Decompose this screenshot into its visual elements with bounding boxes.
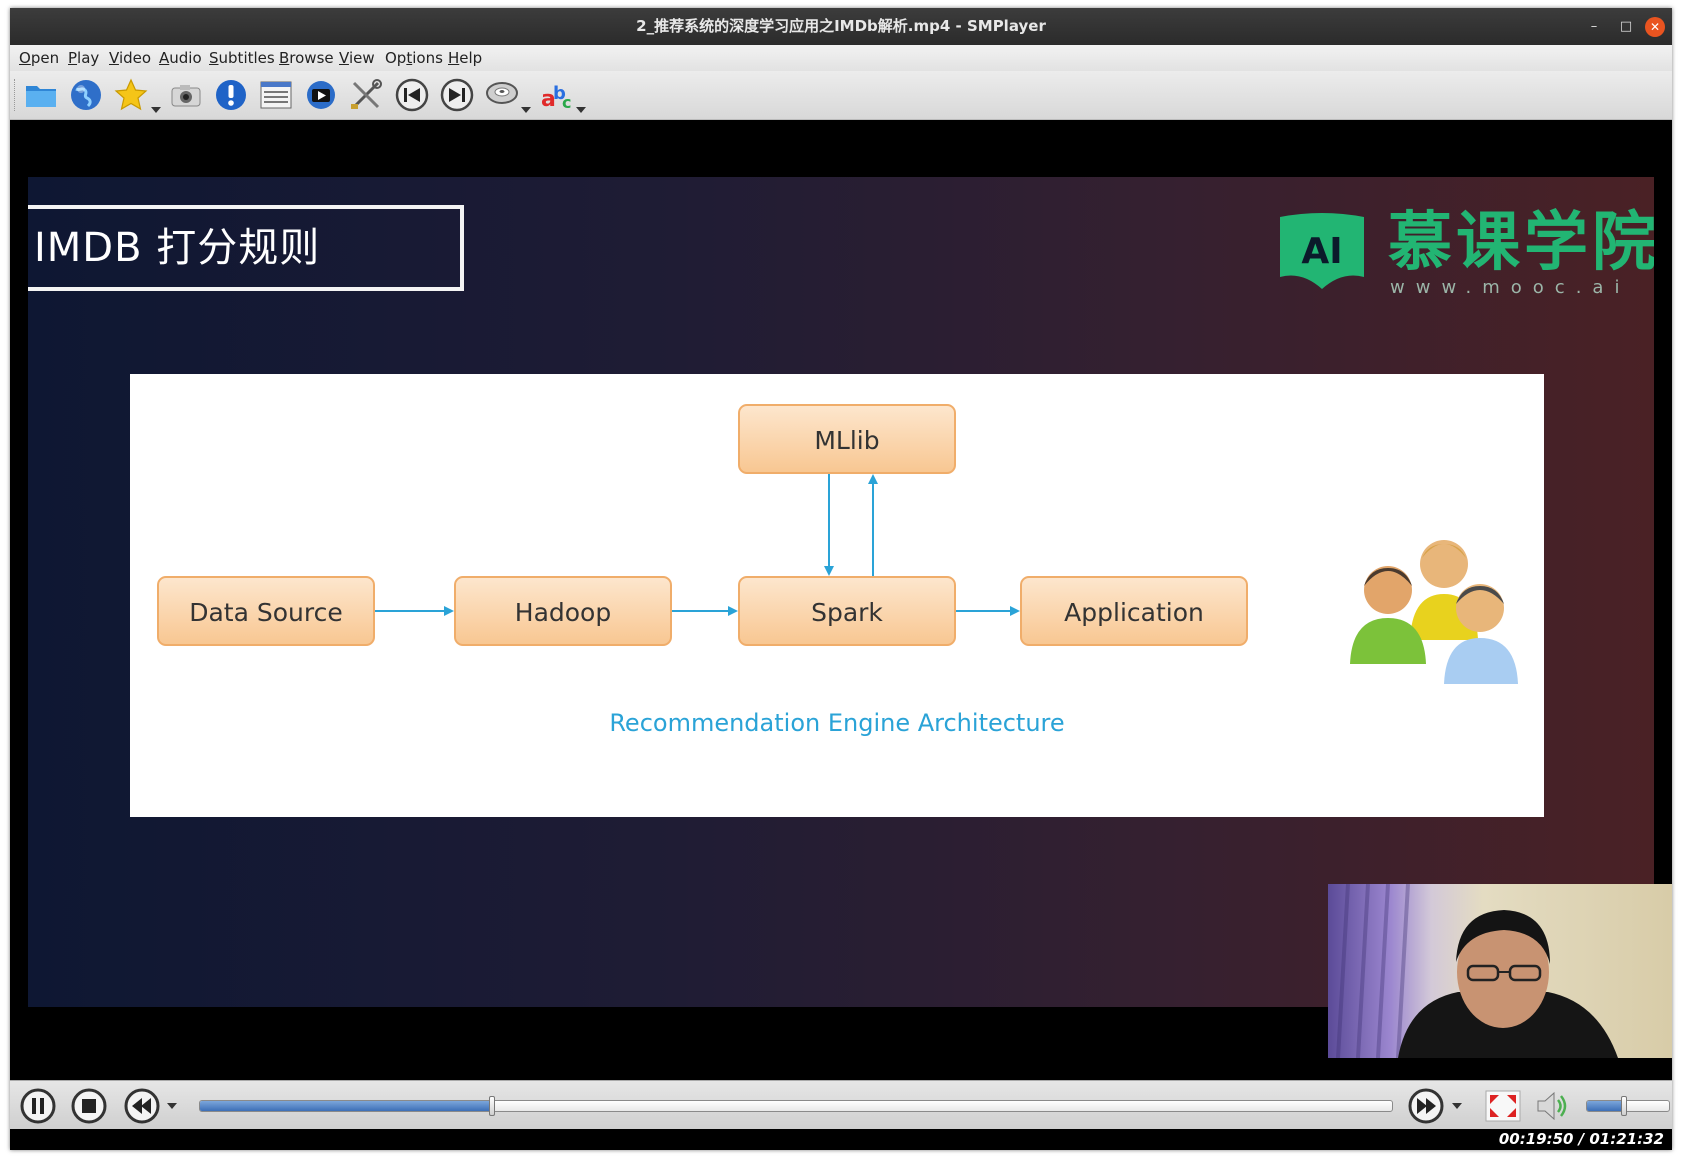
menu-help[interactable]: Help — [448, 49, 483, 67]
slide-title-box: IMDB 打分规则 — [28, 205, 464, 291]
menu-browse[interactable]: Browse — [279, 49, 334, 67]
arrowhead-spark — [728, 606, 738, 616]
audio-disc-icon[interactable] — [484, 77, 520, 113]
screenshot-camera-icon[interactable] — [168, 77, 204, 113]
menu-options[interactable]: Options — [385, 49, 443, 67]
menu-bar: Open Play Video Audio Subtitles Browse V… — [10, 45, 1672, 71]
rewind-icon[interactable] — [123, 1087, 161, 1125]
arrowhead-up-mllib — [868, 474, 878, 484]
arrow-mllib-spark — [828, 474, 830, 566]
seek-progress — [200, 1101, 493, 1111]
logo-mark-text: AI — [1301, 231, 1342, 272]
node-mllib: MLlib — [738, 404, 956, 474]
slide-title: IMDB 打分规则 — [34, 225, 321, 271]
logo-text: 慕课学院 — [1388, 206, 1654, 280]
node-hadoop: Hadoop — [454, 576, 672, 646]
volume-level — [1587, 1101, 1624, 1111]
maximize-button[interactable]: □ — [1619, 19, 1633, 34]
video-area[interactable]: IMDB 打分规则 AI 慕课学院 www.mooc.ai Data Sourc… — [10, 120, 1672, 1080]
previous-icon[interactable] — [394, 77, 430, 113]
mooc-logo: AI 慕课学院 www.mooc.ai — [1276, 203, 1654, 303]
slide-frame: IMDB 打分规则 AI 慕课学院 www.mooc.ai Data Sourc… — [28, 177, 1654, 1007]
title-bar[interactable]: 2_推荐系统的深度学习应用之IMDb解析.mp4 - SMPlayer – □ … — [10, 8, 1672, 45]
volume-speaker-icon[interactable] — [1532, 1087, 1570, 1125]
node-spark: Spark — [738, 576, 956, 646]
stop-icon[interactable] — [70, 1087, 108, 1125]
arrow-spark-application — [956, 610, 1010, 612]
favorites-dropdown-icon[interactable] — [151, 107, 161, 113]
svg-text:b: b — [553, 83, 566, 104]
svg-text:c: c — [562, 93, 571, 112]
menu-video[interactable]: Video — [109, 49, 152, 67]
pause-icon[interactable] — [19, 1087, 57, 1125]
time-display: 00:19:50 / 01:21:32 — [1498, 1130, 1664, 1148]
toolbar-grip[interactable] — [14, 79, 18, 111]
video-preferences-icon[interactable] — [303, 77, 339, 113]
tools-icon[interactable] — [348, 77, 384, 113]
minimize-button[interactable]: – — [1590, 19, 1598, 34]
arrowhead-hadoop — [444, 606, 454, 616]
menu-view[interactable]: View — [339, 49, 375, 67]
rewind-dropdown-icon[interactable] — [167, 1103, 177, 1109]
arrow-hadoop-spark — [672, 610, 728, 612]
seek-handle[interactable] — [488, 1096, 495, 1116]
fullscreen-icon[interactable] — [1484, 1087, 1522, 1125]
open-folder-icon[interactable] — [23, 77, 59, 113]
logo-ai-mark: AI — [1276, 211, 1368, 291]
playback-controls — [10, 1080, 1672, 1129]
forward-icon[interactable] — [1407, 1087, 1445, 1125]
menu-open[interactable]: Open — [19, 49, 60, 67]
menu-play[interactable]: Play — [68, 49, 100, 67]
favorites-star-icon[interactable] — [113, 77, 149, 113]
arrow-spark-mllib — [872, 484, 874, 576]
info-icon[interactable] — [213, 77, 249, 113]
audio-dropdown-icon[interactable] — [521, 107, 531, 113]
arrowhead-application — [1010, 606, 1020, 616]
close-button[interactable]: ✕ — [1645, 17, 1665, 37]
menu-audio[interactable]: Audio — [159, 49, 202, 67]
arrow-datasource-hadoop — [375, 610, 444, 612]
volume-handle[interactable] — [1620, 1096, 1627, 1116]
subtitles-dropdown-icon[interactable] — [576, 107, 586, 113]
users-group-icon — [1348, 534, 1544, 704]
webcam-overlay — [1328, 884, 1672, 1058]
status-bar: 00:19:50 / 01:21:32 — [10, 1129, 1672, 1150]
node-application: Application — [1020, 576, 1248, 646]
next-icon[interactable] — [439, 77, 475, 113]
architecture-diagram: Data Source Hadoop Spark MLlib Applicati… — [130, 374, 1544, 817]
open-url-globe-icon[interactable] — [68, 77, 104, 113]
forward-dropdown-icon[interactable] — [1452, 1103, 1462, 1109]
arrowhead-down-spark — [824, 566, 834, 576]
smplayer-window: 2_推荐系统的深度学习应用之IMDb解析.mp4 - SMPlayer – □ … — [10, 8, 1672, 1150]
node-data-source: Data Source — [157, 576, 375, 646]
window-title: 2_推荐系统的深度学习应用之IMDb解析.mp4 - SMPlayer — [636, 17, 1046, 35]
playlist-icon[interactable] — [258, 77, 294, 113]
seek-bar[interactable] — [199, 1100, 1393, 1112]
logo-url: www.mooc.ai — [1390, 277, 1631, 298]
menu-subtitles[interactable]: Subtitles — [209, 49, 275, 67]
svg-text:a: a — [541, 87, 556, 112]
diagram-caption: Recommendation Engine Architecture — [609, 709, 1065, 737]
volume-slider[interactable] — [1586, 1100, 1670, 1112]
